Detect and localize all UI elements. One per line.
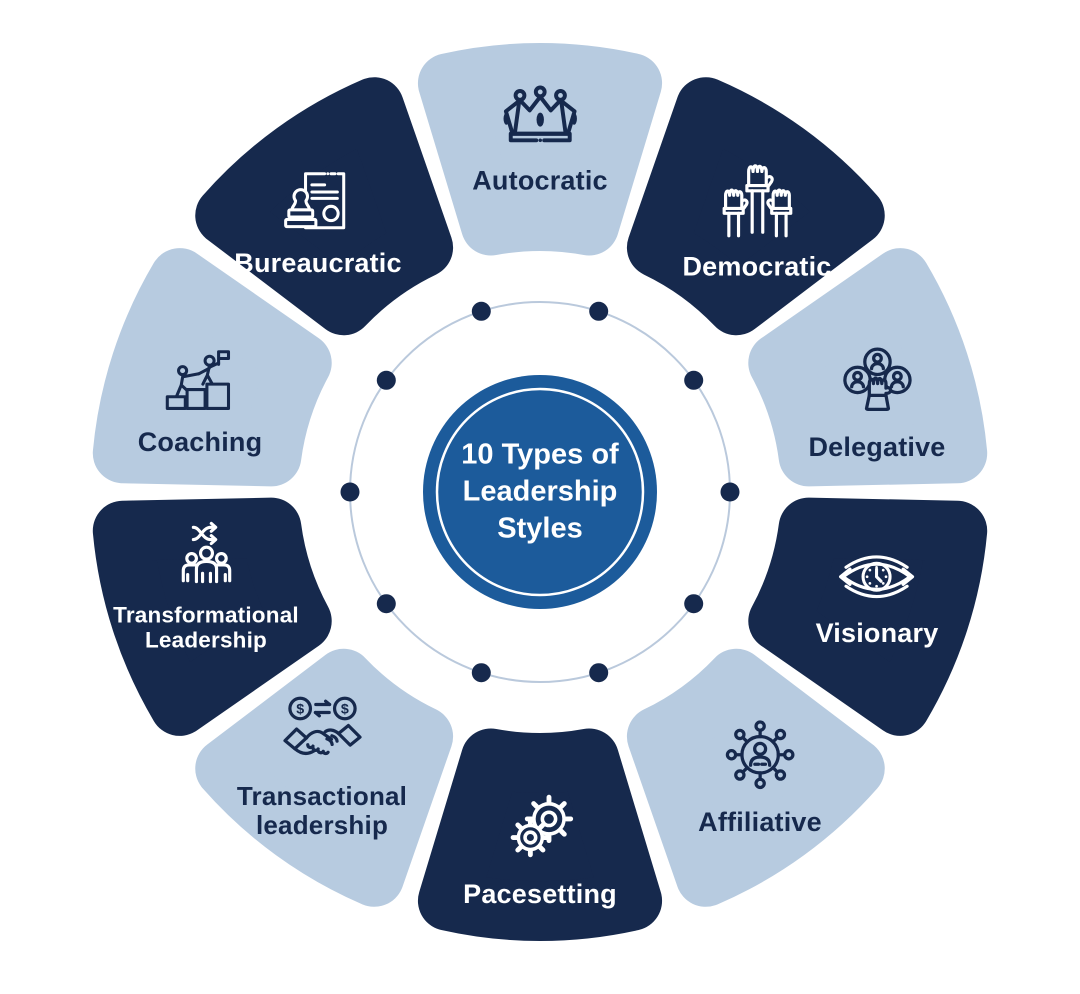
ring-dot <box>376 594 396 614</box>
ring-dot <box>471 663 491 683</box>
segment-label-democratic: Democratic <box>682 251 832 282</box>
segment-label-transformational: Transformational Leadership <box>113 602 299 653</box>
delegation-hand-icon <box>839 344 915 420</box>
segment-label-pacesetting: Pacesetting <box>463 878 617 909</box>
segment-coaching: Coaching <box>138 343 263 458</box>
ring-dot <box>720 482 740 502</box>
segment-label-visionary: Visionary <box>815 617 939 648</box>
segment-shape-democratic <box>626 77 885 336</box>
person-network-icon <box>720 715 800 795</box>
gears-icon <box>501 789 579 867</box>
segment-autocratic: Autocratic <box>472 84 608 196</box>
ring-dot <box>340 482 360 502</box>
segment-label-affiliative: Affiliative <box>698 806 822 837</box>
segment-label-transactional: Transactional leadership <box>236 781 408 841</box>
ring-dot <box>589 301 609 321</box>
segment-shape-bureaucratic <box>195 77 454 336</box>
segment-label-bureaucratic: Bureaucratic <box>234 247 402 278</box>
segment-shape-visionary <box>748 497 988 736</box>
eye-clock-icon <box>832 548 922 606</box>
center-title: 10 Types of Leadership Styles <box>461 438 619 545</box>
segment-democratic: Democratic <box>682 158 831 282</box>
segment-shape-affiliative <box>626 648 885 907</box>
segment-visionary: Visionary <box>816 548 939 649</box>
segment-shape-autocratic <box>417 43 663 256</box>
segment-label-coaching: Coaching <box>137 426 263 457</box>
segment-affiliative: Affiliative <box>698 715 822 838</box>
raised-hands-icon <box>720 158 794 239</box>
segment-transformational: Transformational Leadership <box>104 517 309 654</box>
segment-shape-delegative <box>748 248 988 487</box>
crown-icon <box>496 84 584 153</box>
ring-dot <box>684 594 704 614</box>
coaching-stairs-icon <box>162 343 238 415</box>
segment-delegative: Delegative <box>808 344 945 463</box>
ring-dot <box>471 301 491 321</box>
ring-dot <box>684 370 704 390</box>
segment-bureaucratic: Bureaucratic <box>234 166 402 279</box>
svg-text:$: $ <box>340 701 348 717</box>
segment-label-delegative: Delegative <box>808 431 946 462</box>
svg-text:$: $ <box>296 701 304 717</box>
segment-transactional: $$Transactional leadership <box>220 695 425 841</box>
segment-label-autocratic: Autocratic <box>472 165 608 196</box>
stamp-document-icon <box>283 166 353 236</box>
center-circle <box>423 375 657 609</box>
shuffle-people-icon <box>171 517 241 591</box>
handshake-money-icon: $$ <box>279 695 365 770</box>
ring-dot <box>376 370 396 390</box>
segment-shape-transformational <box>92 497 332 736</box>
center-inner-ring <box>435 387 645 597</box>
segment-shape-transactional <box>195 648 454 907</box>
ring-dot <box>589 663 609 683</box>
segment-pacesetting: Pacesetting <box>463 789 617 910</box>
